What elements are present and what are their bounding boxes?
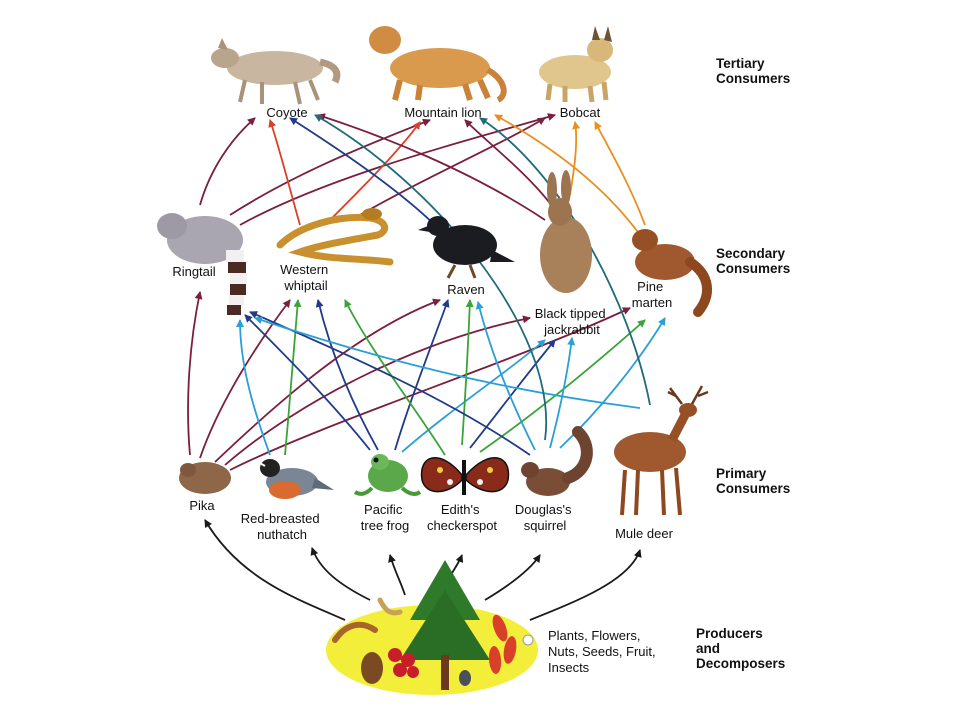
arrow-producers-to-squirrel [484,554,541,601]
jackrabbit-illustration [540,170,592,293]
pika-illustration [179,462,231,494]
arrow-frog-to-raven [394,299,450,451]
level-label-tertiary-consumers: Tertiary Consumers [716,56,790,86]
level-label-producers-and-decomposers: Producers and Decomposers [696,626,785,671]
arrow-frog-to-jackrabbit [401,339,546,453]
arrow-nuthatch-to-ringtail [236,319,271,456]
label-mule-deer: Mule deer [615,526,673,541]
level-label-primary-consumers: Primary Consumers [716,466,790,496]
trophic-level-labels: Tertiary Consumers Secondary Consumers P… [696,56,790,671]
arrow-frog-to-whiptail [315,299,379,451]
arrow-producers-to-mule-deer [529,549,642,621]
arrow-jackrabbit-to-bobcat [569,121,581,196]
arrow-raven-to-coyote [289,117,441,231]
label-pacific-tree-frog: Pacific tree frog [361,502,409,533]
arrow-producers-to-tree-frog [388,554,406,596]
label-raven: Raven [447,282,485,297]
arrow-whiptail-to-coyote [268,119,301,226]
arrow-nuthatch-to-whiptail [284,299,302,456]
pine-tree [400,560,490,690]
level-label-secondary-consumers: Secondary Consumers [716,246,790,276]
arrow-ringtail-to-mountain-lion [229,118,431,216]
bobcat-illustration [539,26,613,103]
feeding-arrows [187,113,666,621]
arrow-whiptail-to-bobcat [359,117,546,216]
label-pine-marten: Pine marten [632,279,672,310]
pine-marten-illustration [632,229,712,317]
arrow-pika-to-raven [214,298,441,463]
label-douglas-squirrel: Douglas's squirrel [515,502,575,533]
mule-deer-illustration [614,385,709,516]
coyote-illustration [211,38,341,105]
label-western-whiptail: Western whiptail [280,262,332,293]
arrow-ringtail-to-bobcat [239,113,556,226]
red-flowers [488,614,517,674]
label-bobcat: Bobcat [560,105,601,120]
ediths-checkerspot-illustration [420,457,510,495]
white-flower [522,634,534,646]
label-producers: Plants, Flowers, Nuts, Seeds, Fruit, Ins… [548,628,659,675]
mushrooms [332,597,403,643]
beetle [459,670,471,686]
arrow-pika-to-pine-marten [229,307,631,471]
label-coyote: Coyote [266,105,307,120]
label-red-breasted-nuthatch: Red-breasted nuthatch [241,511,323,542]
arrow-producers-to-nuthatch [310,547,371,601]
arrow-jackrabbit-to-mountain-lion [464,119,556,211]
label-pika: Pika [189,498,215,513]
mountain-lion-illustration [369,26,507,103]
organism-labels: Coyote Mountain lion Bobcat Ringtail Wes… [172,105,673,675]
arrow-checkerspot-to-raven [461,299,474,446]
pine-cone [361,652,383,684]
arrow-pika-to-whiptail [199,299,291,459]
arrow-producers-to-pika [204,519,346,621]
raven-illustration [418,216,515,279]
western-whiptail-illustration [276,208,394,266]
label-black-tipped-jackrabbit: Black tipped jackrabbit [535,306,609,337]
arrow-checkerspot-to-jackrabbit [469,339,556,449]
label-ringtail: Ringtail [172,264,215,279]
arrow-frog-to-ringtail [244,314,371,451]
arrow-pika-to-ringtail [187,291,203,456]
pacific-tree-frog-illustration [353,454,422,496]
red-breasted-nuthatch-illustration [257,459,334,499]
arrow-pine-marten-to-mountain-lion [494,114,641,236]
douglas-squirrel-illustration [521,426,593,496]
label-mountain-lion: Mountain lion [404,105,481,120]
ringtail-illustration [157,213,247,315]
arrow-pine-marten-to-bobcat [594,121,646,226]
arrow-ringtail-to-coyote [199,117,256,206]
berries [388,648,419,678]
arrow-deer-to-ringtail [254,316,641,409]
arrow-squirrel-to-jackrabbit [549,337,576,449]
producers-illustration [326,560,538,695]
label-ediths-checkerspot: Edith's checkerspot [427,502,497,533]
arrow-jackrabbit-to-coyote [317,113,546,221]
arrow-whiptail-to-mountain-lion [329,121,421,221]
arrow-squirrel-to-raven [475,301,536,451]
ringtail-tail [226,250,247,315]
